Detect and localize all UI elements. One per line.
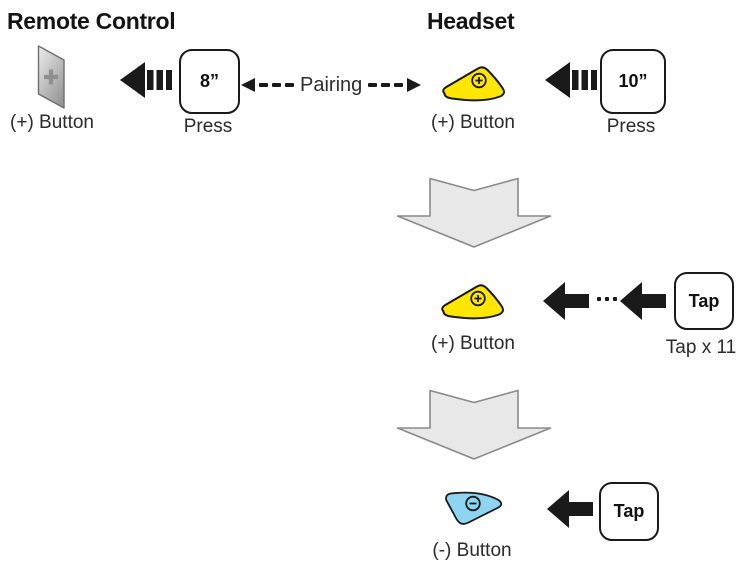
press-10s-key-label: 10”: [618, 71, 648, 91]
left-arrowhead-icon: [241, 78, 255, 92]
tap-arrow-icon: [547, 490, 593, 528]
flow-down-arrow-icon: [396, 177, 552, 248]
headset-minus-button-icon: [445, 491, 503, 525]
tap-arrow-icon: [620, 282, 666, 320]
headset-plus-button-icon: [442, 66, 506, 102]
headset-minus-button-label: (-) Button: [432, 540, 512, 561]
circled-minus-icon: [465, 495, 481, 512]
headset-plus-button-icon: [441, 284, 505, 320]
tap-arrow-icon: [543, 282, 589, 320]
remote-press-label: Press: [183, 116, 233, 137]
tap-key-label: Tap: [613, 501, 645, 521]
press-hold-arrow-icon: [120, 62, 172, 98]
tap-key: Tap: [674, 272, 734, 330]
plus-glyph: [44, 69, 58, 85]
circled-plus-icon: [470, 290, 486, 307]
press-10s-key: 10”: [600, 49, 666, 114]
remote-plus-button-label: (+) Button: [10, 112, 94, 133]
remote-plus-button-icon: [37, 45, 65, 109]
flow-down-arrow-icon: [396, 389, 552, 460]
remote-control-heading: Remote Control: [7, 8, 176, 34]
pairing-arrow: Pairing: [241, 73, 422, 96]
circled-plus-icon: [471, 72, 487, 89]
headset-plus-button-label: (+) Button: [431, 112, 515, 133]
press-8s-key: 8”: [179, 49, 240, 114]
tap-key-label: Tap: [688, 290, 720, 311]
headset-press-label: Press: [606, 116, 656, 137]
tap-count-label: Tap x 11: [665, 337, 737, 358]
pairing-label: Pairing: [300, 73, 363, 96]
press-hold-arrow-icon: [545, 62, 597, 98]
repeat-dots-icon: [597, 297, 617, 301]
press-8s-key-label: 8”: [199, 71, 219, 91]
headset-heading: Headset: [427, 8, 515, 34]
headset-plus-button-label: (+) Button: [431, 333, 515, 354]
tap-key: Tap: [599, 482, 659, 541]
right-arrowhead-icon: [407, 78, 422, 92]
